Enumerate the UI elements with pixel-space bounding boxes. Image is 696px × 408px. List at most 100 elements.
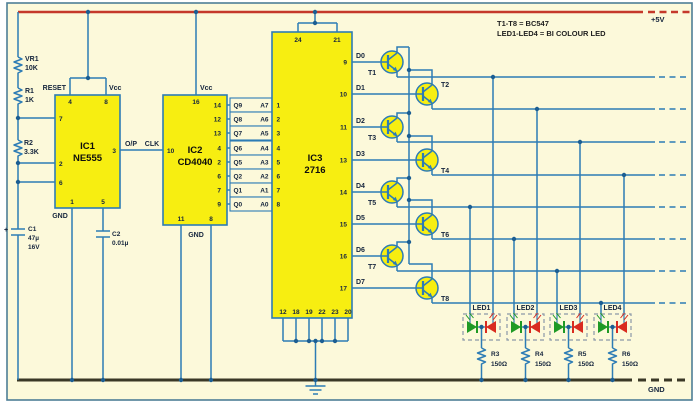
r2-label: R2 xyxy=(24,140,33,147)
ic3-pin17: 17 xyxy=(340,286,348,293)
ic3-pin21: 21 xyxy=(333,37,341,44)
note-line1: T1-T8 = BC547 xyxy=(497,19,549,28)
r4-value: 150Ω xyxy=(535,361,551,368)
ic2-name: IC2 xyxy=(188,145,203,156)
ic1-output-label: O/P xyxy=(125,141,137,148)
ic3-pin11: 11 xyxy=(340,125,347,132)
q8-label: Q8 xyxy=(234,117,243,124)
ic3-pin13: 13 xyxy=(340,158,348,165)
transistor-t4 xyxy=(414,147,440,173)
ic1-pin5: 5 xyxy=(101,199,105,206)
t6-label: T6 xyxy=(441,232,449,239)
d0-label: D0 xyxy=(356,53,365,60)
a1-label: A1 xyxy=(260,188,269,195)
a6-label: A6 xyxy=(260,117,269,124)
a2-label: A2 xyxy=(260,174,269,181)
r3-label: R3 xyxy=(491,351,500,358)
t5-label: T5 xyxy=(368,200,376,207)
timing-chain: VR1 10K R1 1K R2 3.3K + C1 47µ 16V xyxy=(4,12,55,380)
ic3-pin15: 15 xyxy=(340,222,348,229)
ic3-name: IC3 xyxy=(308,153,323,164)
ic3-pin8: 8 xyxy=(277,202,281,209)
ic3-pin6: 6 xyxy=(277,174,281,181)
ic1-pin6: 6 xyxy=(59,180,63,187)
vcc-label: +5V xyxy=(651,15,665,24)
t4-label: T4 xyxy=(441,168,449,175)
r6-value: 150Ω xyxy=(622,361,638,368)
ic2-pin4: 4 xyxy=(217,146,221,153)
ic3-pin2: 2 xyxy=(277,117,281,124)
ic1-ne555: IC1 NE555 RESET Vcc 4 8 7 2 6 3 1 5 GND … xyxy=(43,12,163,380)
vr1-label: VR1 xyxy=(25,56,39,63)
ic3-part: 2716 xyxy=(304,165,325,176)
q6-label: Q6 xyxy=(234,146,243,153)
t1-label: T1 xyxy=(368,70,376,77)
ic1-clock-label: CLK xyxy=(145,141,159,148)
ic2-pin9: 9 xyxy=(217,202,221,209)
ic3-pin23: 23 xyxy=(331,309,339,316)
r5-value: 150Ω xyxy=(578,361,594,368)
q1-label: Q1 xyxy=(234,188,243,195)
ic1-pin3: 3 xyxy=(112,148,116,155)
junction-dots xyxy=(15,9,627,383)
led3-label: LED3 xyxy=(560,305,578,312)
transistor-t5 xyxy=(379,179,405,205)
ic2-part: CD4040 xyxy=(178,157,213,168)
ic2-pin12: 12 xyxy=(214,117,222,124)
t3-label: T3 xyxy=(368,135,376,142)
ic3-2716: IC3 2716 24 21 1 2 3 4 5 6 7 8 9 10 11 1… xyxy=(271,12,353,395)
d2-label: D2 xyxy=(356,118,365,125)
r6-label: R6 xyxy=(622,351,631,358)
ic2-pin14: 14 xyxy=(214,103,222,110)
ic3-pin7: 7 xyxy=(277,188,281,195)
annotation-note: T1-T8 = BC547 LED1-LED4 = BI COLOUR LED xyxy=(497,19,606,38)
ic3-pin1: 1 xyxy=(277,103,281,110)
transistor-t2 xyxy=(414,81,440,107)
d5-label: D5 xyxy=(356,215,365,222)
ic3-pin24: 24 xyxy=(294,37,302,44)
ic2-pin16: 16 xyxy=(192,99,200,106)
ic2-pin7: 7 xyxy=(217,188,221,195)
ic3-pin19: 19 xyxy=(305,309,313,316)
transistor-t7 xyxy=(379,243,405,269)
data-output-lines: D0 D1 D2 D3 D4 D5 D6 D7 xyxy=(352,53,416,289)
led2-label: LED2 xyxy=(517,305,535,312)
q2-label: Q2 xyxy=(234,174,243,181)
ic3-pin16: 16 xyxy=(340,254,348,261)
ic3-pin14: 14 xyxy=(340,190,348,197)
ic1-gnd-label: GND xyxy=(52,213,68,220)
r3-value: 150Ω xyxy=(491,361,507,368)
ic1-vcc-label: Vcc xyxy=(109,85,122,92)
ic3-pin18: 18 xyxy=(292,309,300,316)
ic1-pin4: 4 xyxy=(68,99,72,106)
note-line2: LED1-LED4 = BI COLOUR LED xyxy=(497,29,606,38)
ic3-pin3: 3 xyxy=(277,131,281,138)
ic2-vcc-label: Vcc xyxy=(200,85,213,92)
a3-label: A3 xyxy=(260,160,269,167)
q5-label: Q5 xyxy=(234,160,243,167)
r2-value: 3.3K xyxy=(24,149,39,156)
ic1-part: NE555 xyxy=(73,153,103,164)
ic2-pin8: 8 xyxy=(209,216,213,223)
led1-label: LED1 xyxy=(473,305,491,312)
d6-label: D6 xyxy=(356,247,365,254)
ic2-pin2: 2 xyxy=(217,160,221,167)
ic1-pin1: 1 xyxy=(70,199,74,206)
ic2-cd4040: IC2 CD4040 Vcc 16 10 14 12 13 4 2 6 7 9 … xyxy=(162,12,230,380)
c1-label: C1 xyxy=(28,226,37,233)
r4-label: R4 xyxy=(535,351,544,358)
c1-rating: 16V xyxy=(28,244,40,251)
t2-label: T2 xyxy=(441,82,449,89)
address-bus: Q9 A7 Q8 A6 Q7 A5 Q6 A4 Q5 A3 Q2 A2 Q1 A… xyxy=(229,97,273,212)
ic2-pin6: 6 xyxy=(217,174,221,181)
ic3-pin22: 22 xyxy=(318,309,326,316)
transistor-t3 xyxy=(379,114,405,140)
ic1-pin7: 7 xyxy=(59,116,63,123)
ic3-pin12: 12 xyxy=(279,309,287,316)
ic1-name: IC1 xyxy=(80,141,96,152)
ic2-gnd-label: GND xyxy=(188,232,204,239)
d4-label: D4 xyxy=(356,183,365,190)
ic3-pin9: 9 xyxy=(343,60,347,67)
a4-label: A4 xyxy=(260,146,269,153)
